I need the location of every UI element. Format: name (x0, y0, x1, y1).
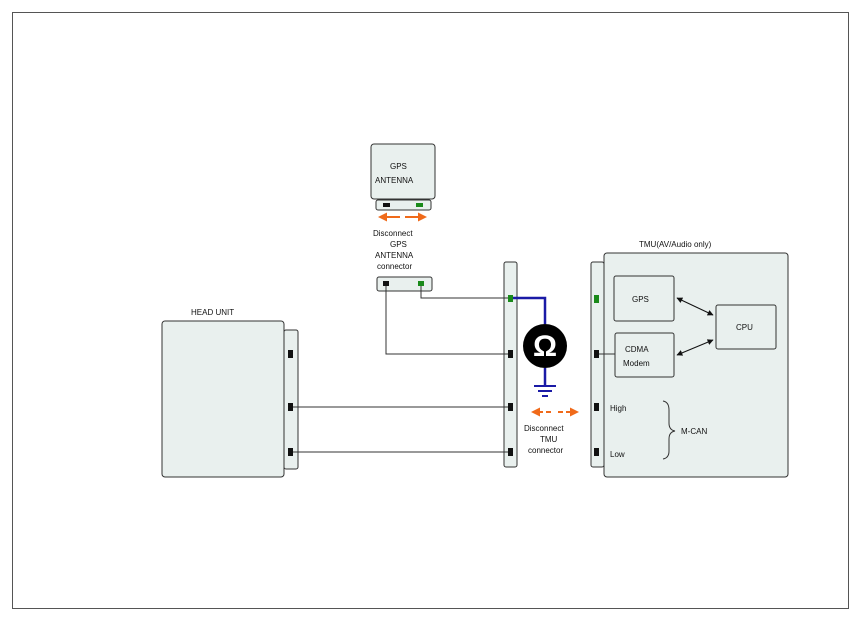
diagram-frame (12, 12, 849, 609)
disconnect-tmu-text-1: Disconnect (524, 424, 564, 433)
gps-antenna-pin-green (416, 203, 423, 207)
gps-antenna: GPS ANTENNA (370, 143, 436, 211)
mcan-label: M-CAN (681, 427, 707, 436)
tmu-high-label: High (610, 404, 626, 413)
head-unit-pin-2 (288, 403, 293, 411)
wiring (293, 286, 508, 453)
head-unit-body (161, 320, 285, 478)
gps-harness-pin-black (383, 281, 389, 286)
head-unit-pin-3 (288, 448, 293, 456)
tmu-pin-green (594, 295, 599, 303)
probe-wire (513, 296, 547, 324)
ohmmeter: Ω (513, 296, 567, 397)
disconnect-gps-text-3: ANTENNA (375, 251, 414, 260)
tmu-harness-pin-green (508, 295, 513, 302)
tmu-disconnect-arrow (531, 407, 579, 417)
gps-harness-pin-green (418, 281, 424, 286)
tmu: GPS CDMA Modem CPU High Low M-CAN (590, 252, 789, 478)
gps-cpu-link (676, 297, 714, 316)
tmu-gps-block (613, 275, 675, 322)
tmu-pin-2 (594, 350, 599, 358)
wire-gps-green (420, 286, 508, 299)
wire-gps-black (385, 286, 508, 355)
tmu-pin-3 (594, 403, 599, 411)
tmu-harness-connector (503, 261, 518, 468)
gps-antenna-connector (375, 199, 432, 211)
tmu-cdma-block (614, 332, 675, 378)
gps-harness-connector (376, 276, 433, 292)
cdma-cpu-link (676, 339, 714, 356)
disconnect-gps-text-2: GPS (390, 240, 407, 249)
ohmmeter-body (523, 324, 567, 368)
tmu-harness-pin-2 (508, 350, 513, 358)
gps-antenna-body (370, 143, 436, 200)
gps-antenna-pin-black (383, 203, 390, 207)
disconnect-tmu-text-2: TMU (540, 435, 558, 444)
gps-antenna-label-line2: ANTENNA (375, 176, 414, 185)
tmu-low-label: Low (610, 450, 625, 459)
ohm-symbol: Ω (533, 330, 557, 363)
disconnect-tmu-text-3: connector (528, 446, 563, 455)
gps-disconnect-arrow (378, 212, 427, 222)
head-unit (161, 320, 299, 478)
tmu-pin-4 (594, 448, 599, 456)
disconnect-gps-text-1: Disconnect (373, 229, 413, 238)
tmu-cdma-label-1: CDMA (625, 345, 649, 354)
head-unit-connector (283, 329, 299, 470)
disconnect-gps-text-4: connector (377, 262, 412, 271)
head-unit-label: HEAD UNIT (191, 308, 234, 317)
tmu-harness-pin-4 (508, 448, 513, 456)
tmu-cdma-label-2: Modem (623, 359, 650, 368)
tmu-gps-label: GPS (632, 295, 649, 304)
gps-antenna-label-line1: GPS (390, 162, 407, 171)
tmu-cpu-block (715, 304, 777, 350)
tmu-harness-pin-3 (508, 403, 513, 411)
mcan-brace (662, 400, 676, 460)
tmu-cpu-label: CPU (736, 323, 753, 332)
tmu-title: TMU(AV/Audio only) (639, 240, 712, 249)
head-unit-pin-1 (288, 350, 293, 358)
tmu-connector (590, 261, 605, 468)
